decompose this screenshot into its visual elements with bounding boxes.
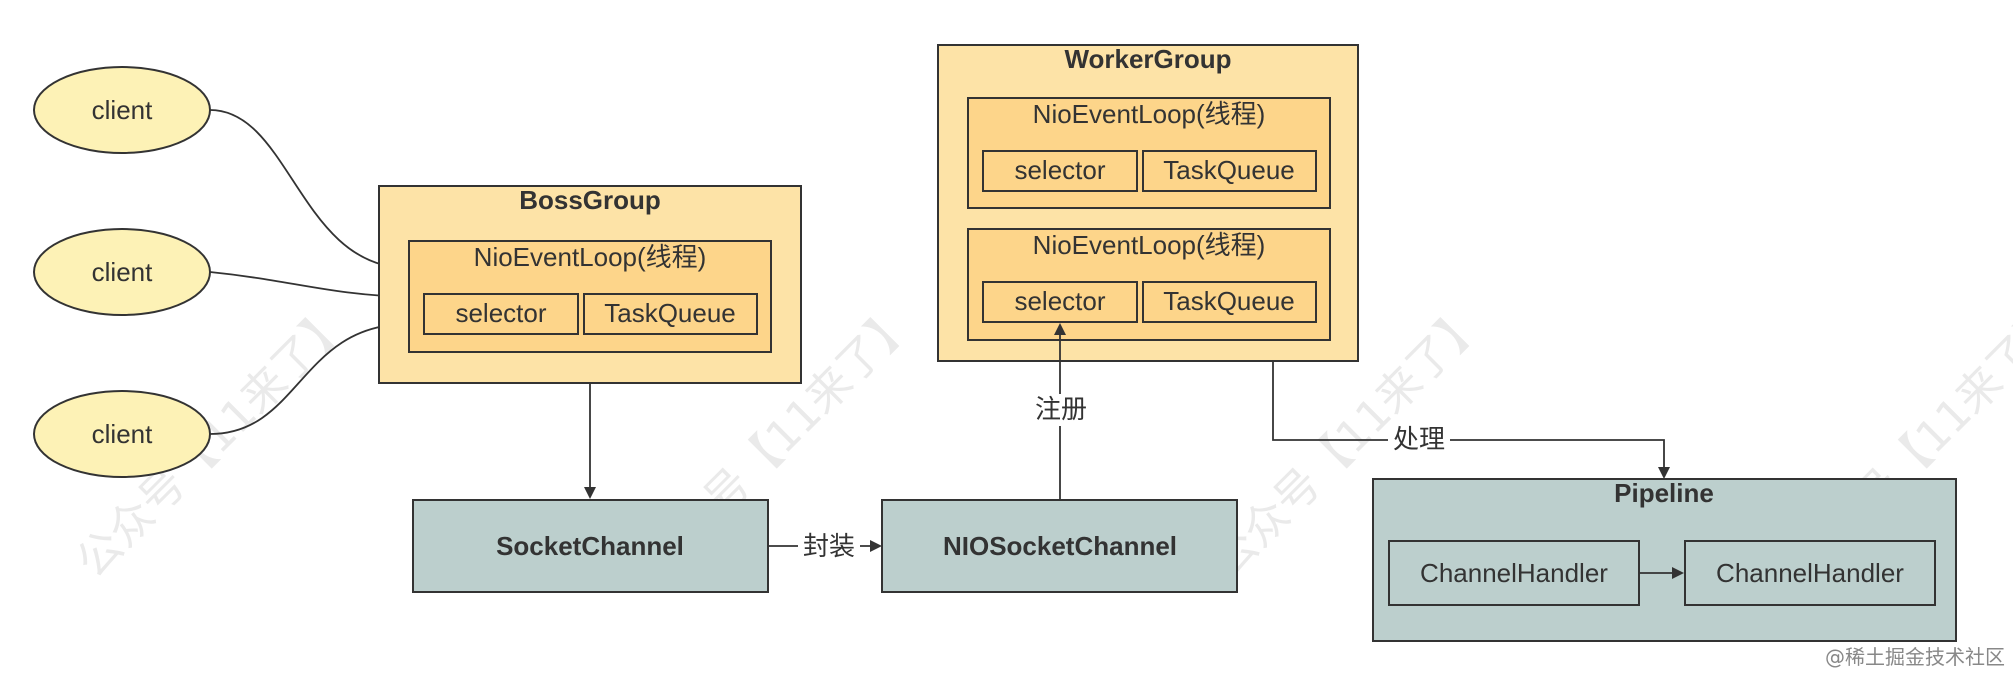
- event-loop-title: NioEventLoop(线程): [1033, 230, 1266, 260]
- worker-group: WorkerGroup NioEventLoop(线程) selector Ta…: [937, 44, 1359, 362]
- boss-group-title: BossGroup: [519, 185, 661, 215]
- worker-group-title: WorkerGroup: [1064, 44, 1231, 74]
- client-node-3: client: [33, 390, 211, 478]
- boss-group: BossGroup NioEventLoop(线程) selector Task…: [378, 185, 802, 384]
- client1-to-boss-edge: [209, 109, 410, 274]
- worker-event-loop-2: NioEventLoop(线程) selector TaskQueue: [967, 228, 1331, 341]
- pipeline-title: Pipeline: [1614, 478, 1714, 508]
- event-loop-title: NioEventLoop(线程): [1033, 99, 1266, 129]
- task-queue-label: TaskQueue: [604, 298, 736, 328]
- task-queue-box: [1142, 150, 1317, 192]
- client-label: client: [92, 419, 153, 449]
- boss-event-loop: NioEventLoop(线程) selector TaskQueue: [408, 240, 772, 353]
- selector-box: [982, 150, 1138, 192]
- channel-handler-box-2: [1684, 540, 1936, 606]
- client-node-2: client: [33, 228, 211, 316]
- event-loop-title: NioEventLoop(线程): [474, 242, 707, 272]
- handle-edge: [1272, 361, 1670, 479]
- selector-label: selector: [455, 298, 546, 328]
- task-queue-box: [583, 293, 758, 335]
- client-label: client: [92, 95, 153, 125]
- task-queue-label: TaskQueue: [1163, 155, 1295, 185]
- channel-handler-box-1: [1388, 540, 1640, 606]
- client-label: client: [92, 257, 153, 287]
- nio-socket-channel-label: NIOSocketChannel: [943, 531, 1177, 561]
- nio-socket-channel-node: NIOSocketChannel: [881, 499, 1238, 593]
- selector-box: [982, 281, 1138, 323]
- credit-text: @稀土掘金技术社区: [1825, 645, 2005, 669]
- selector-label: selector: [1014, 286, 1105, 316]
- socket-channel-node: SocketChannel: [412, 499, 769, 593]
- channel-handler-label: ChannelHandler: [1716, 558, 1904, 588]
- handle-edge-label: 处理: [1393, 424, 1445, 454]
- register-edge-label: 注册: [1035, 394, 1087, 424]
- wrap-label-bg: [798, 530, 860, 562]
- socket-channel-label: SocketChannel: [496, 531, 684, 561]
- handle-label-bg: [1388, 424, 1450, 456]
- register-label-bg: [1030, 394, 1092, 426]
- task-queue-label: TaskQueue: [1163, 286, 1295, 316]
- task-queue-box: [1142, 281, 1317, 323]
- selector-label: selector: [1014, 155, 1105, 185]
- channel-handler-label: ChannelHandler: [1420, 558, 1608, 588]
- pipeline-node: Pipeline ChannelHandler ChannelHandler: [1372, 478, 1957, 642]
- wrap-edge-label: 封装: [803, 531, 855, 561]
- worker-event-loop-1: NioEventLoop(线程) selector TaskQueue: [967, 97, 1331, 209]
- client3-to-boss-edge: [209, 318, 410, 435]
- client-node-1: client: [33, 66, 211, 154]
- selector-box: [423, 293, 579, 335]
